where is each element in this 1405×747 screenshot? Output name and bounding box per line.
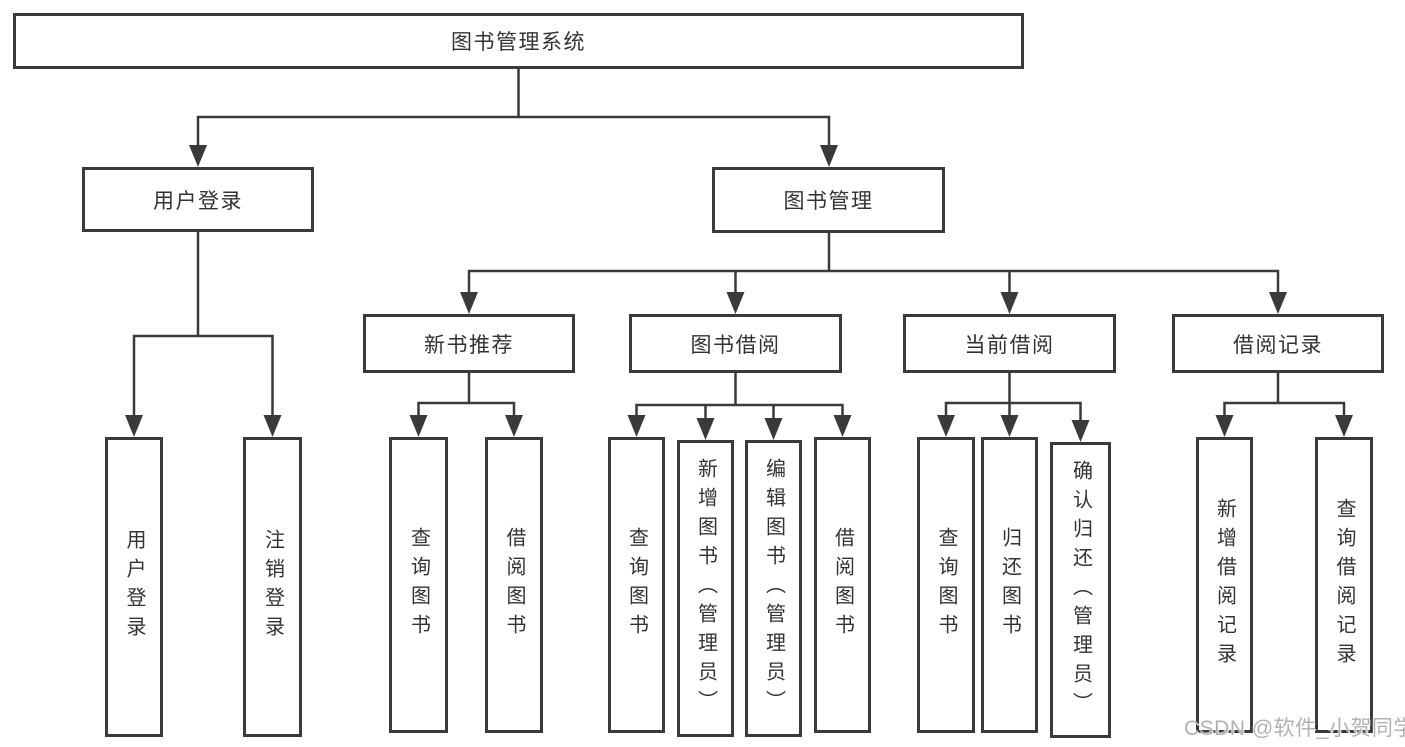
leaf-label: 查询图书 — [935, 527, 957, 643]
arrow-down-icon — [937, 415, 955, 437]
node-library-management-system: 图书管理系统 — [13, 13, 1024, 69]
node-label: 借阅记录 — [1233, 333, 1323, 357]
connector-book-borrow-children — [635, 371, 844, 424]
leaf-return-book: 归还图书 — [981, 437, 1038, 733]
arrow-down-icon — [1071, 420, 1090, 442]
leaf-label: 查询图书 — [407, 527, 430, 643]
leaf-label: 借阅图书 — [831, 527, 854, 643]
leaf-label: 归还图书 — [998, 527, 1021, 643]
leaf-label: 用户登录 — [123, 529, 145, 645]
arrow-down-icon — [263, 415, 282, 437]
leaf-label: 注销登录 — [261, 529, 284, 645]
leaf-label: 新增图书（管理员） — [694, 458, 717, 719]
node-label: 图书管理系统 — [451, 31, 586, 54]
node-label: 当前借阅 — [964, 333, 1055, 357]
leaf-label: 借阅图书 — [503, 527, 525, 643]
connector-current-borrow-children — [944, 371, 1082, 426]
arrow-down-icon — [505, 415, 523, 437]
connector-borrow-record-children — [1223, 371, 1346, 422]
leaf-add-borrow-record: 新增借阅记录 — [1196, 437, 1253, 733]
arrow-down-icon — [1269, 292, 1287, 314]
connector-book-mgmt-children — [467, 231, 1280, 298]
arrow-down-icon — [764, 418, 783, 440]
leaf-query-books-borrowing: 查询图书 — [608, 437, 665, 733]
leaf-borrow-books-newbook: 借阅图书 — [485, 437, 543, 733]
leaf-user-login: 用户登录 — [105, 437, 163, 737]
arrow-down-icon — [726, 292, 745, 314]
node-book-management: 图书管理 — [712, 167, 945, 233]
arrow-down-icon — [1335, 415, 1353, 437]
arrow-down-icon — [1000, 292, 1019, 314]
connector-root-to-level2 — [196, 66, 831, 152]
leaf-query-books-current: 查询图书 — [917, 437, 975, 733]
csdn-watermark: CSDN @软件_小贺同学 — [1184, 717, 1405, 740]
leaf-label: 查询借阅记录 — [1333, 498, 1355, 672]
arrow-down-icon — [189, 145, 207, 167]
node-label: 用户登录 — [153, 189, 243, 213]
connector-user-login-children — [132, 230, 274, 422]
node-user-login: 用户登录 — [82, 167, 314, 232]
arrowheads — [125, 145, 1353, 442]
node-borrowing-records: 借阅记录 — [1172, 314, 1384, 373]
leaf-edit-book-admin: 编辑图书（管理员） — [745, 440, 802, 737]
arrow-down-icon — [409, 415, 428, 437]
leaf-label: 确认归还（管理员） — [1069, 459, 1092, 721]
arrow-down-icon — [820, 145, 838, 167]
leaf-logout: 注销登录 — [243, 437, 302, 737]
arrow-down-icon — [1215, 415, 1234, 437]
leaf-confirm-return-admin: 确认归还（管理员） — [1050, 442, 1111, 738]
leaf-borrow-books-borrowing: 借阅图书 — [814, 437, 871, 733]
arrow-down-icon — [1000, 415, 1019, 437]
connector-new-book-children — [417, 371, 516, 422]
arrow-down-icon — [125, 415, 143, 437]
node-book-borrowing: 图书借阅 — [629, 314, 842, 373]
leaf-add-book-admin: 新增图书（管理员） — [677, 440, 734, 737]
node-new-book-recommendation: 新书推荐 — [363, 314, 575, 373]
arrow-down-icon — [696, 418, 715, 440]
node-current-borrowing: 当前借阅 — [903, 314, 1116, 373]
leaf-label: 新增借阅记录 — [1213, 498, 1236, 672]
leaf-query-borrow-record: 查询借阅记录 — [1315, 437, 1373, 733]
arrow-down-icon — [833, 415, 852, 437]
leaf-label: 编辑图书（管理员） — [762, 458, 785, 719]
node-label: 图书借阅 — [690, 333, 781, 357]
node-label: 图书管理 — [783, 190, 874, 213]
leaf-label: 查询图书 — [625, 527, 648, 643]
node-label: 新书推荐 — [424, 333, 514, 357]
arrow-down-icon — [627, 415, 646, 437]
arrow-down-icon — [460, 292, 478, 314]
leaf-query-books-newbook: 查询图书 — [389, 437, 448, 733]
